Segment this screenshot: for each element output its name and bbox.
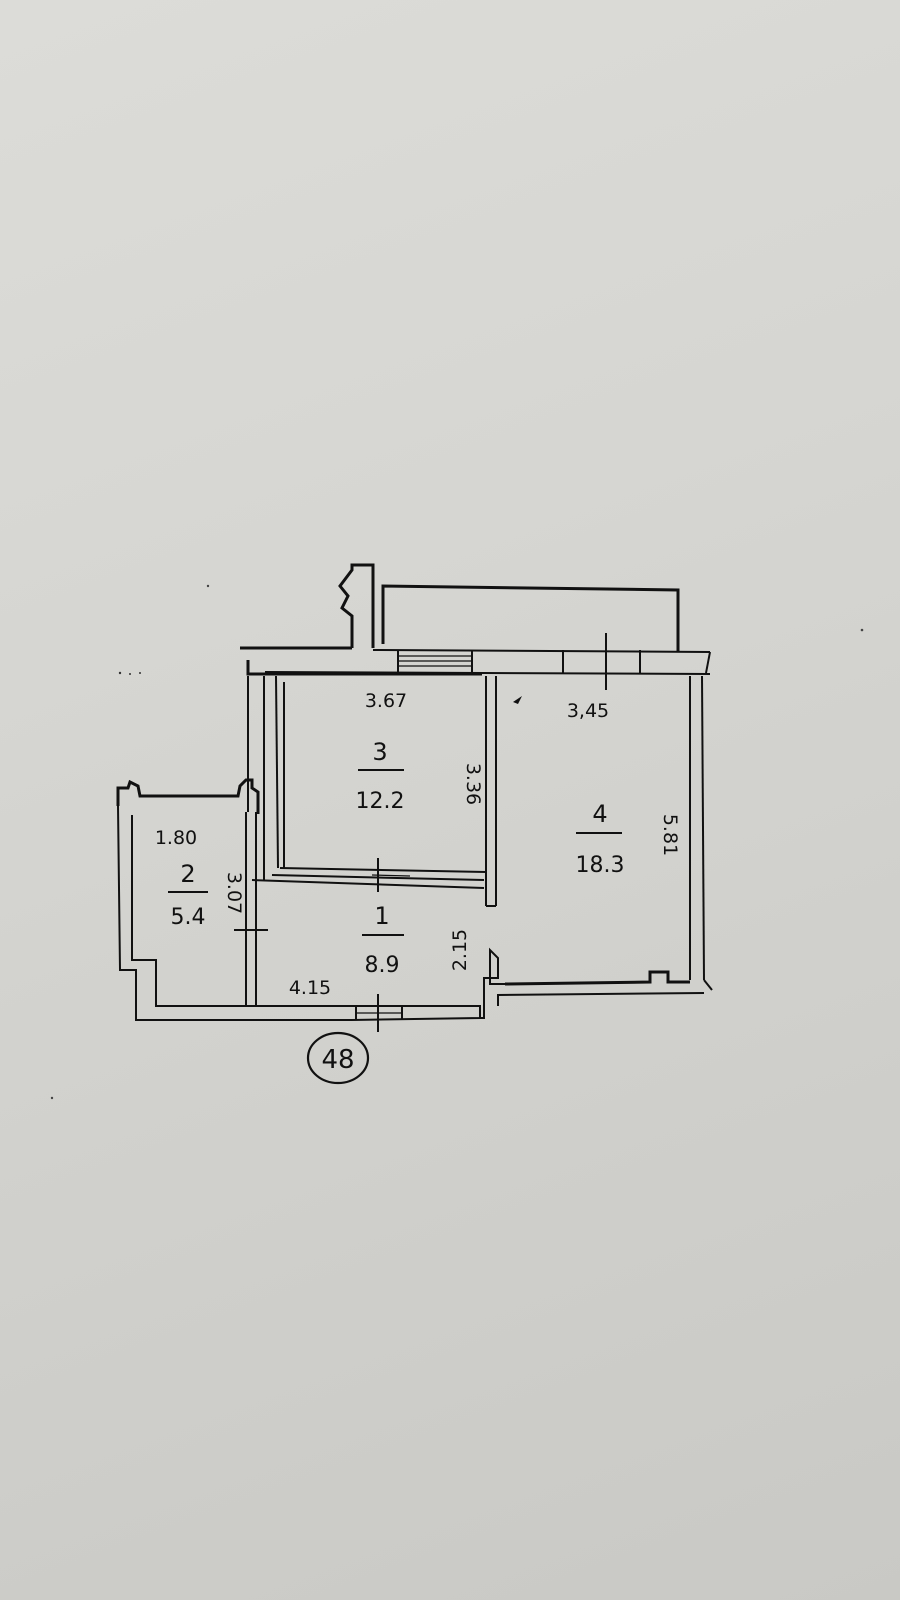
dim-room2-height: 3.07	[223, 872, 245, 914]
room-4-label: 4 18.3	[576, 800, 625, 878]
dim-room2-width: 1.80	[155, 827, 197, 849]
outer-walls	[116, 563, 713, 1032]
interior-walls	[234, 675, 497, 1006]
dim-room4-height: 5.81	[659, 814, 681, 856]
room-1-area: 8.9	[365, 953, 400, 978]
top-window	[397, 633, 641, 690]
dim-room4-width: 3,45	[567, 700, 609, 722]
room-3-label: 3 12.2	[356, 738, 405, 814]
dim-room3-height: 3.36	[462, 763, 484, 805]
paper-specks	[50, 584, 864, 1100]
room-3-area: 12.2	[356, 789, 405, 814]
apartment-number: 48	[321, 1045, 354, 1075]
dim-room3-width: 3.67	[365, 690, 407, 712]
apartment-number-badge: 48	[306, 1031, 370, 1085]
room-2-label: 2 5.4	[168, 860, 208, 930]
room-2-number: 2	[180, 860, 195, 888]
room-3-number: 3	[372, 738, 387, 766]
dim-room1-height: 2.15	[449, 929, 471, 971]
room-4-number: 4	[592, 800, 607, 828]
room-2-area: 5.4	[171, 905, 206, 930]
room-1-number: 1	[374, 902, 389, 930]
room-4-area: 18.3	[576, 853, 625, 878]
dim-room1-width: 4.15	[289, 977, 331, 999]
arrow-mark	[513, 696, 522, 704]
room-1-label: 1 8.9	[362, 902, 404, 978]
